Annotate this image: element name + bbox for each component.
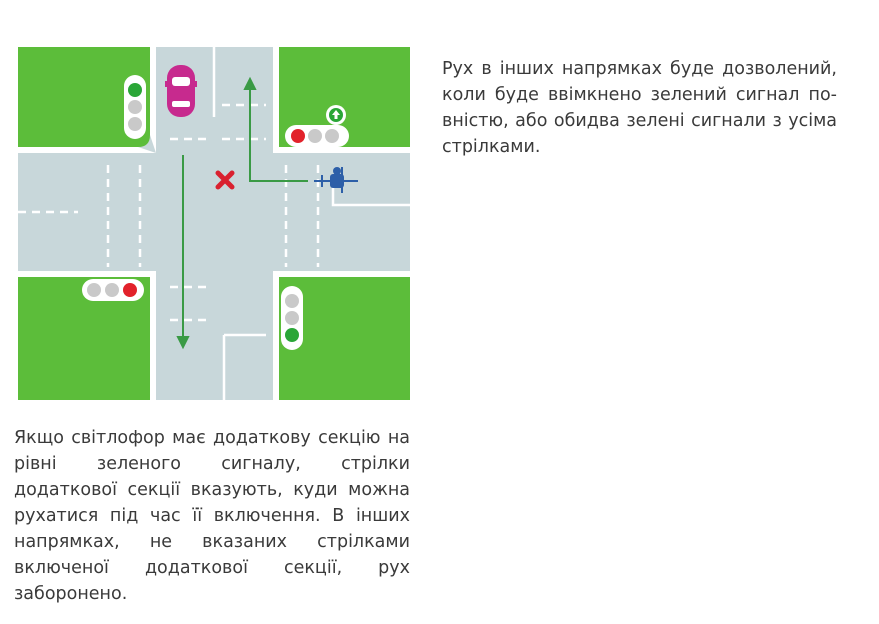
paragraph-other-directions: Рух в інших напрямках буде дозволений, к… (442, 59, 837, 157)
curb-corners (138, 135, 156, 153)
traffic-light-icon (124, 75, 146, 139)
arrow-icon (176, 155, 190, 350)
cyclist-icon (314, 167, 358, 193)
car-icon (165, 65, 197, 117)
cross-icon (215, 170, 235, 190)
arrow-icon (243, 76, 308, 182)
traffic-light-icon (82, 279, 144, 301)
intersection-illustration (18, 47, 410, 400)
traffic-light-icon (285, 105, 349, 147)
arrow-up-icon (326, 105, 346, 125)
traffic-light-icon (281, 286, 303, 350)
paragraph-extra-section-rule: Якщо світлофор має додаткову секцію на р… (14, 428, 410, 604)
